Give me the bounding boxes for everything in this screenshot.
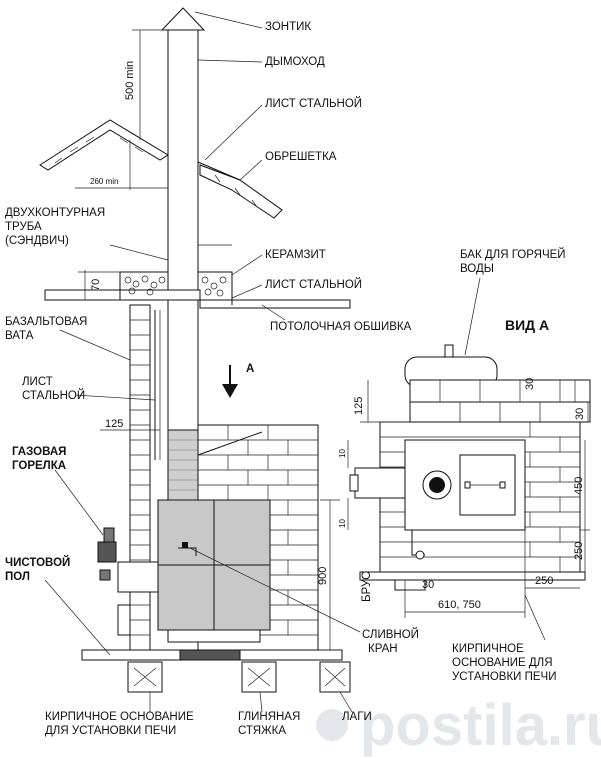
label-keramzit: КЕРАМЗИТ bbox=[265, 249, 326, 261]
dim-250-bottom: 250 bbox=[535, 575, 553, 587]
dim-500: 500 min bbox=[124, 61, 136, 100]
label-ceiling-lining: ПОТОЛОЧНАЯ ОБШИВКА bbox=[270, 321, 412, 333]
label-basalt-2: ВАТА bbox=[5, 330, 34, 342]
label-zontik: ЗОНТИК bbox=[265, 21, 311, 33]
label-sandwich-2: ТРУБА bbox=[5, 221, 42, 233]
label-finish-floor-2: ПОЛ bbox=[5, 571, 30, 583]
dim-10-a: 10 bbox=[338, 449, 347, 458]
dim-900: 900 bbox=[317, 567, 329, 585]
dim-70: 70 bbox=[90, 279, 102, 291]
label-sheet-left-1: ЛИСТ bbox=[22, 376, 53, 388]
ceiling bbox=[44, 271, 351, 309]
keramzit-fill bbox=[124, 275, 227, 297]
label-steel-sheet-mid: ЛИСТ СТАЛЬНОЙ bbox=[265, 278, 362, 291]
dimension-lines-right bbox=[347, 380, 590, 618]
stove-rod bbox=[197, 431, 263, 456]
stove-body bbox=[117, 499, 271, 643]
dim-30-right: 30 bbox=[574, 408, 586, 420]
label-clay-screed-2: СТЯЖКА bbox=[238, 725, 286, 737]
floor bbox=[81, 649, 351, 693]
leader-lines-left bbox=[44, 11, 361, 713]
roof-right bbox=[199, 164, 283, 219]
label-sandwich-3: (СЭНДВИЧ) bbox=[5, 235, 69, 247]
label-drain-tap-1: СЛИВНОЙ bbox=[362, 628, 419, 641]
label-lagi: ЛАГИ bbox=[342, 711, 372, 723]
label-sheet-left-2: СТАЛЬНОЙ bbox=[22, 389, 85, 402]
dim-250-right: 250 bbox=[573, 542, 585, 560]
label-drain-tap-2: КРАН bbox=[368, 643, 398, 655]
dim-610-750: 610, 750 bbox=[438, 599, 481, 611]
dim-30-bottom: 30 bbox=[422, 579, 434, 591]
label-tank-2: ВОДЫ bbox=[460, 263, 494, 275]
view-a-arrow-icon bbox=[222, 365, 238, 398]
label-tank-1: БАК ДЛЯ ГОРЯЧЕЙ bbox=[460, 248, 566, 261]
arrow-a-label: А bbox=[246, 363, 254, 375]
label-brick-base-right-3: УСТАНОВКИ ПЕЧИ bbox=[452, 671, 557, 683]
label-obreshetka: ОБРЕШЕТКА bbox=[265, 151, 337, 163]
stove-front-view bbox=[349, 439, 526, 560]
label-gas-burner-1: ГАЗОВАЯ bbox=[12, 446, 66, 458]
dim-450: 450 bbox=[573, 477, 585, 495]
label-finish-floor-1: ЧИСТОВОЙ bbox=[5, 556, 70, 569]
watermark-logo-icon bbox=[316, 709, 348, 741]
label-sandwich-1: ДВУХКОНТУРНАЯ bbox=[5, 207, 105, 219]
gas-burner-icon bbox=[97, 527, 117, 581]
label-steel-sheet-top: ЛИСТ СТАЛЬНОЙ bbox=[265, 97, 362, 110]
brick-wall-left bbox=[129, 304, 161, 651]
dim-10-b: 10 bbox=[338, 519, 347, 528]
chimney-pipe bbox=[160, 7, 206, 501]
label-brick-base-right-2: ОСНОВАНИЕ ДЛЯ bbox=[452, 657, 553, 669]
label-brick-base-left-1: КИРПИЧНОЕ ОСНОВАНИЕ bbox=[45, 711, 194, 723]
watermark-text: postila.ru bbox=[360, 693, 601, 758]
label-view-a: ВИД А bbox=[505, 317, 549, 333]
dimension-lines-left bbox=[75, 29, 340, 651]
dim-125-left: 125 bbox=[105, 418, 123, 430]
steel-sheet-roof bbox=[197, 161, 241, 181]
label-basalt-1: БАЗАЛЬТОВАЯ bbox=[5, 316, 87, 328]
label-brick-base-left-2: ДЛЯ УСТАНОВКИ ПЕЧИ bbox=[45, 725, 176, 737]
dim-260: 260 min bbox=[90, 177, 118, 186]
label-brus: БРУС bbox=[361, 571, 373, 602]
drain-tap-icon bbox=[178, 542, 197, 556]
leader-lines-right bbox=[464, 277, 546, 641]
roof-left bbox=[39, 119, 169, 171]
label-dymohod: ДЫМОХОД bbox=[265, 56, 325, 68]
brick-wall-right-top bbox=[409, 379, 591, 423]
label-gas-burner-2: ГОРЕЛКА bbox=[12, 460, 66, 472]
label-clay-screed-1: ГЛИНЯНАЯ bbox=[238, 711, 300, 723]
dim-125-right: 125 bbox=[353, 397, 365, 415]
dim-30-top: 30 bbox=[524, 378, 536, 390]
label-brick-base-right-1: КИРПИЧНОЕ bbox=[452, 643, 524, 655]
